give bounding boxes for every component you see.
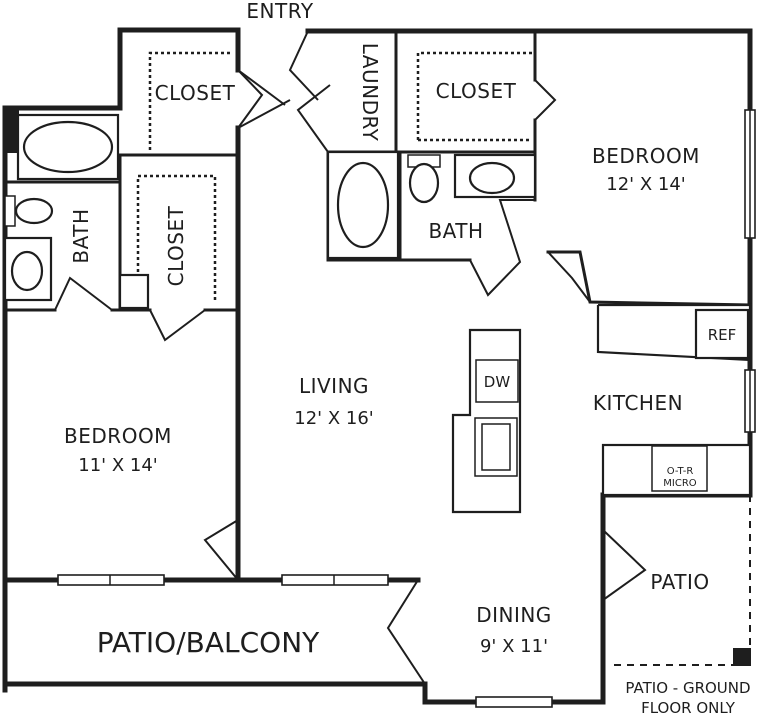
windows xyxy=(57,109,756,708)
dining-dim: 9' X 11' xyxy=(480,636,548,657)
laundry-label: LAUNDRY xyxy=(358,43,382,142)
closet-shelves xyxy=(136,51,532,302)
bedroom-right-dim: 12' X 14' xyxy=(606,174,685,195)
otr-micro-label-1: O-T-R xyxy=(667,466,694,477)
dining-label: DINING xyxy=(476,603,552,627)
bedroom-right-label: BEDROOM xyxy=(592,144,700,168)
closet-right-top-label: CLOSET xyxy=(436,79,517,103)
patio-ground-boundary xyxy=(608,495,751,666)
patio-note-line-2: FLOOR ONLY xyxy=(641,699,736,717)
otr-micro-label-2: MICRO xyxy=(663,478,697,489)
room-labels: ENTRY CLOSET LAUNDRY CLOSET BEDROOM 12' … xyxy=(64,0,751,717)
dw-label: DW xyxy=(484,373,511,391)
patio-balcony-label: PATIO/BALCONY xyxy=(97,626,320,659)
ref-label: REF xyxy=(708,326,737,344)
patio-right-label: PATIO xyxy=(650,570,709,594)
bedroom-left-dim: 11' X 14' xyxy=(78,455,157,476)
fixtures xyxy=(3,108,750,514)
entry-label: ENTRY xyxy=(246,0,313,23)
living-dim: 12' X 16' xyxy=(294,408,373,429)
kitchen-label: KITCHEN xyxy=(593,391,683,415)
doors xyxy=(54,30,647,685)
closet-left-top-label: CLOSET xyxy=(155,81,236,105)
bedroom-left-label: BEDROOM xyxy=(64,424,172,448)
living-label: LIVING xyxy=(299,374,369,398)
bath-center-label: BATH xyxy=(428,219,483,243)
closet-left-mid-label: CLOSET xyxy=(164,205,188,286)
patio-note-line-1: PATIO - GROUND xyxy=(625,679,750,697)
bath-left-label: BATH xyxy=(69,208,93,263)
